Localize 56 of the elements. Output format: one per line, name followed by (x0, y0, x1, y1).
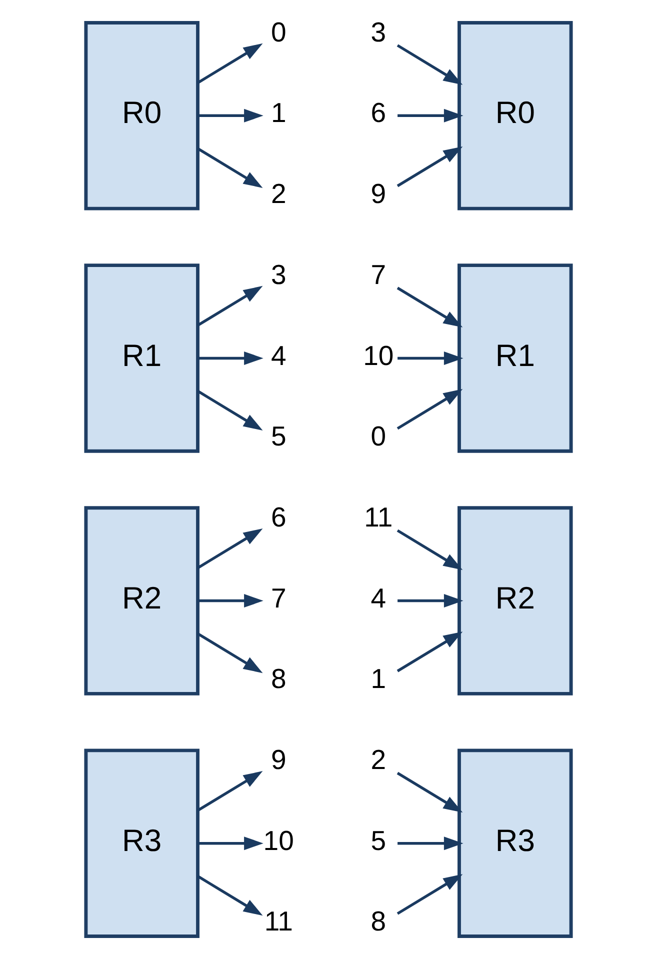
arrow (196, 874, 262, 916)
node-box: R1 (84, 263, 199, 452)
node-text: 3 (370, 16, 386, 47)
arrow (397, 594, 463, 608)
arrow (196, 528, 262, 569)
node-text: 5 (370, 824, 386, 856)
node-text: 7 (370, 258, 386, 290)
node-text: 6 (370, 96, 386, 128)
node-box: R1 (457, 263, 572, 452)
node-text: 4 (270, 339, 286, 370)
node-box: R0 (457, 20, 572, 210)
arrow (196, 770, 262, 812)
arrow (397, 108, 463, 122)
arrow (197, 836, 263, 850)
arrow (197, 350, 263, 364)
arrow (196, 146, 262, 188)
arrow (397, 836, 463, 850)
node-text: 11 (364, 500, 392, 532)
node-box: R0 (84, 20, 199, 210)
arrow (396, 631, 462, 672)
node-text: 1 (370, 662, 386, 694)
arrow (396, 771, 462, 812)
arrow (196, 389, 262, 430)
node-text: 10 (362, 339, 394, 370)
node-text: 7 (270, 582, 286, 613)
node-box: R2 (457, 506, 572, 695)
arrow (197, 594, 263, 608)
arrow (196, 632, 262, 673)
arrow (196, 285, 262, 326)
node-box: R3 (457, 748, 572, 938)
node-text: 0 (270, 16, 286, 47)
arrow (396, 44, 462, 84)
node-text: 8 (370, 905, 386, 936)
node-text: 6 (270, 500, 286, 532)
node-box: R2 (84, 506, 199, 695)
node-text: 9 (370, 178, 386, 209)
arrow (396, 388, 462, 430)
arrow (197, 108, 263, 122)
node-text: 11 (264, 905, 292, 936)
arrow (396, 286, 462, 327)
node-text: 1 (270, 96, 286, 128)
node-text: 5 (270, 420, 286, 452)
node-text: 4 (370, 582, 386, 613)
arrow (397, 350, 463, 364)
node-text: 2 (370, 744, 386, 775)
node-text: 0 (370, 420, 386, 452)
node-box: R3 (84, 748, 199, 938)
node-text: 3 (270, 258, 286, 290)
arrow (396, 874, 462, 914)
arrow (396, 146, 462, 187)
arrow (196, 42, 262, 84)
arrow (396, 528, 462, 570)
node-text: 10 (262, 824, 294, 856)
node-text: 2 (270, 178, 286, 209)
node-text: 9 (270, 744, 286, 775)
node-text: 8 (270, 662, 286, 694)
